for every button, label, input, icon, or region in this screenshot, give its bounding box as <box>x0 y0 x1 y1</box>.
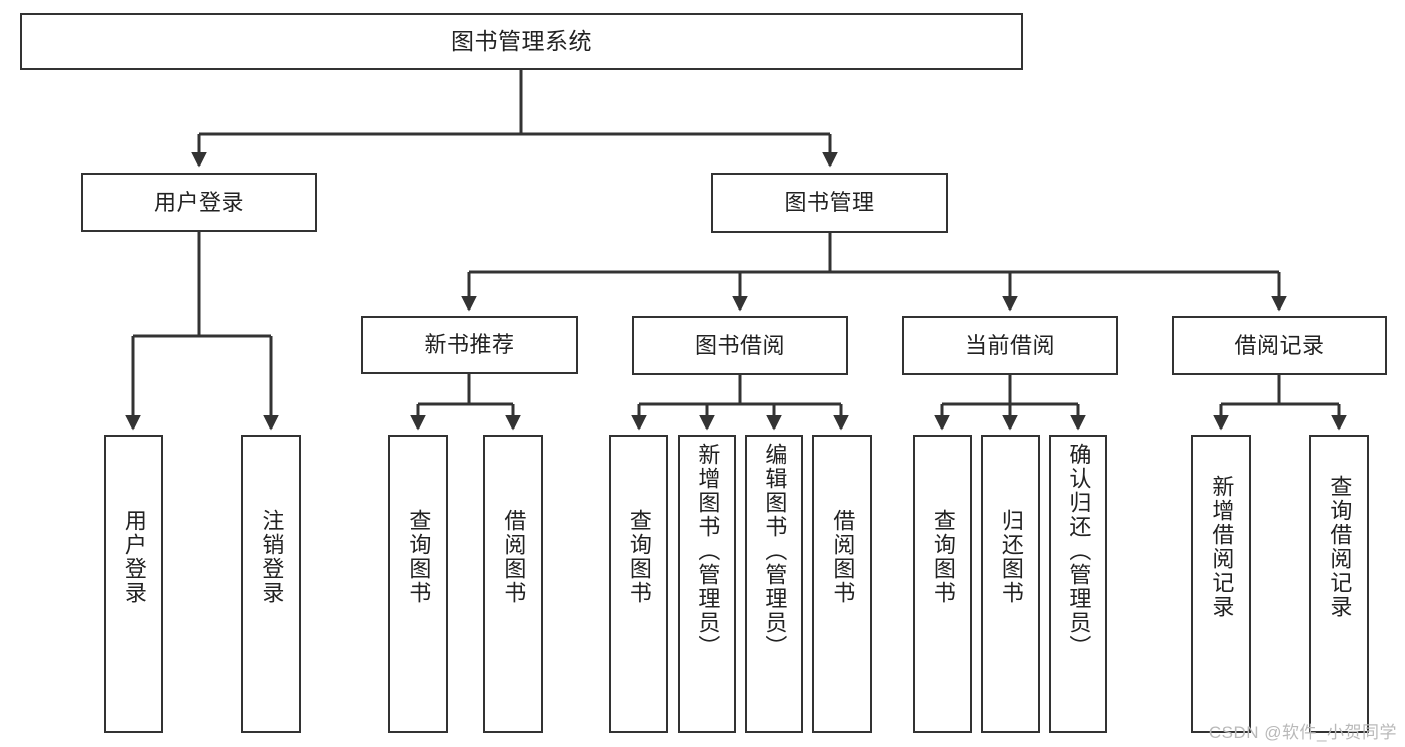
node-leaf-query-book-recommend-label: 查询图书 <box>406 509 432 605</box>
node-borrow-record-label: 借阅记录 <box>1234 332 1325 358</box>
node-current-borrow-label: 当前借阅 <box>964 332 1055 358</box>
node-borrow-record[interactable]: 借阅记录 <box>1172 316 1387 375</box>
node-leaf-add-book-admin-label: 新增图书（管理员） <box>695 443 721 659</box>
node-book-borrow[interactable]: 图书借阅 <box>632 316 848 375</box>
node-user-login[interactable]: 用户登录 <box>81 173 317 232</box>
node-leaf-return-book[interactable]: 归还图书 <box>981 435 1040 733</box>
node-leaf-user-login-label: 用户登录 <box>121 509 147 605</box>
node-leaf-query-book-recommend[interactable]: 查询图书 <box>388 435 448 733</box>
node-leaf-return-book-label: 归还图书 <box>998 509 1024 605</box>
node-leaf-borrow-book[interactable]: 借阅图书 <box>812 435 872 733</box>
node-current-borrow[interactable]: 当前借阅 <box>902 316 1118 375</box>
node-user-login-label: 用户登录 <box>153 189 244 215</box>
node-new-book-recommend-label: 新书推荐 <box>424 332 515 358</box>
node-leaf-edit-book-admin[interactable]: 编辑图书（管理员） <box>745 435 803 733</box>
node-leaf-query-book-current-label: 查询图书 <box>930 509 956 605</box>
node-root-label: 图书管理系统 <box>451 27 592 54</box>
node-leaf-borrow-book-recommend[interactable]: 借阅图书 <box>483 435 543 733</box>
node-leaf-confirm-return-admin-label: 确认归还（管理员） <box>1066 443 1092 659</box>
node-leaf-user-login[interactable]: 用户登录 <box>104 435 163 733</box>
node-new-book-recommend[interactable]: 新书推荐 <box>361 316 578 374</box>
node-leaf-borrow-book-recommend-label: 借阅图书 <box>501 509 527 605</box>
node-leaf-confirm-return-admin[interactable]: 确认归还（管理员） <box>1049 435 1107 733</box>
node-leaf-add-borrow-record[interactable]: 新增借阅记录 <box>1191 435 1251 733</box>
node-leaf-query-book-current[interactable]: 查询图书 <box>913 435 972 733</box>
node-leaf-query-borrow-record-label: 查询借阅记录 <box>1327 475 1353 619</box>
node-book-manage[interactable]: 图书管理 <box>711 173 948 233</box>
node-leaf-borrow-book-label: 借阅图书 <box>830 509 856 605</box>
node-book-manage-label: 图书管理 <box>784 190 875 216</box>
node-leaf-query-book-borrow-label: 查询图书 <box>626 509 652 605</box>
node-leaf-add-book-admin[interactable]: 新增图书（管理员） <box>678 435 736 733</box>
node-book-borrow-label: 图书借阅 <box>694 332 785 358</box>
node-leaf-query-borrow-record[interactable]: 查询借阅记录 <box>1309 435 1369 733</box>
node-leaf-user-logout[interactable]: 注销登录 <box>241 435 301 733</box>
node-leaf-user-logout-label: 注销登录 <box>259 509 285 605</box>
node-root[interactable]: 图书管理系统 <box>20 13 1023 70</box>
node-leaf-edit-book-admin-label: 编辑图书（管理员） <box>762 443 788 659</box>
node-leaf-add-borrow-record-label: 新增借阅记录 <box>1209 475 1235 619</box>
csdn-watermark: CSDN @软件_小贺同学 <box>1208 723 1397 742</box>
node-leaf-query-book-borrow[interactable]: 查询图书 <box>609 435 668 733</box>
